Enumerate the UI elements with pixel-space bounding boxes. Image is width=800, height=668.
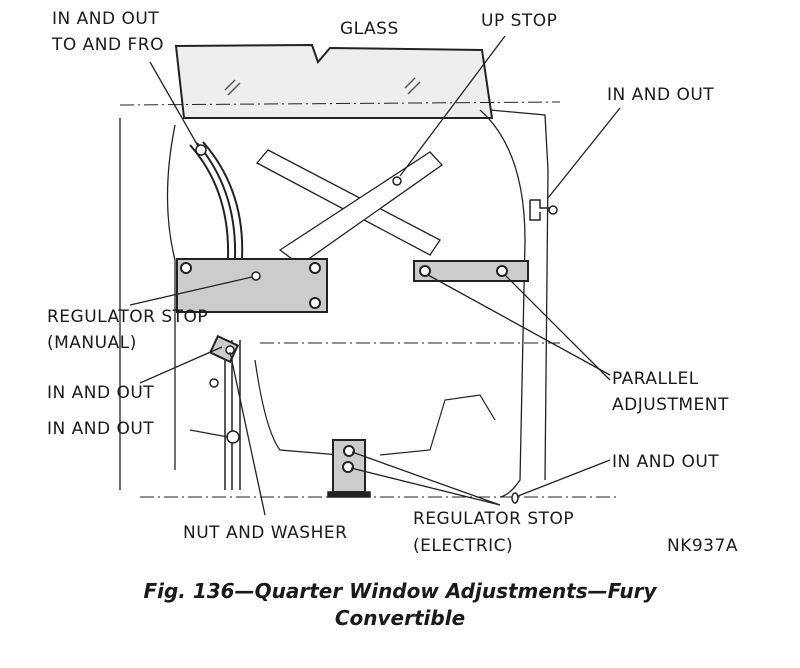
label-in-and-out-right: IN AND OUT	[607, 85, 715, 105]
up-stop-screw	[392, 176, 402, 186]
caption-line-2: Convertible	[334, 606, 466, 630]
label-parallel: PARALLEL	[612, 369, 699, 389]
label-to-and-fro: TO AND FRO	[52, 35, 164, 55]
label-nut-and-washer: NUT AND WASHER	[183, 523, 348, 543]
label-glass: GLASS	[340, 19, 399, 39]
label-in-and-out-left-1: IN AND OUT	[47, 383, 155, 403]
label-manual: (MANUAL)	[47, 333, 137, 353]
label-adjustment: ADJUSTMENT	[612, 395, 729, 415]
glass-channel	[189, 141, 244, 259]
label-up-stop: UP STOP	[481, 11, 558, 31]
label-in-and-out-left-2: IN AND OUT	[47, 419, 155, 439]
leader-lines	[129, 35, 621, 516]
figure-code: NK937A	[667, 536, 738, 556]
glass-panel	[174, 43, 494, 119]
parallel-adjustment-plate	[413, 260, 529, 282]
caption-line-1: Fig. 136—Quarter Window Adjustments—Fury	[143, 579, 657, 603]
label-in-and-out-lower-right: IN AND OUT	[612, 452, 720, 472]
label-regulator-stop-manual: REGULATOR STOP	[47, 307, 209, 327]
label-regulator-stop-electric: REGULATOR STOP	[413, 509, 575, 529]
label-in-and-out-top: IN AND OUT	[52, 9, 160, 29]
manual-regulator-plate	[176, 258, 328, 313]
label-electric: (ELECTRIC)	[413, 536, 514, 556]
